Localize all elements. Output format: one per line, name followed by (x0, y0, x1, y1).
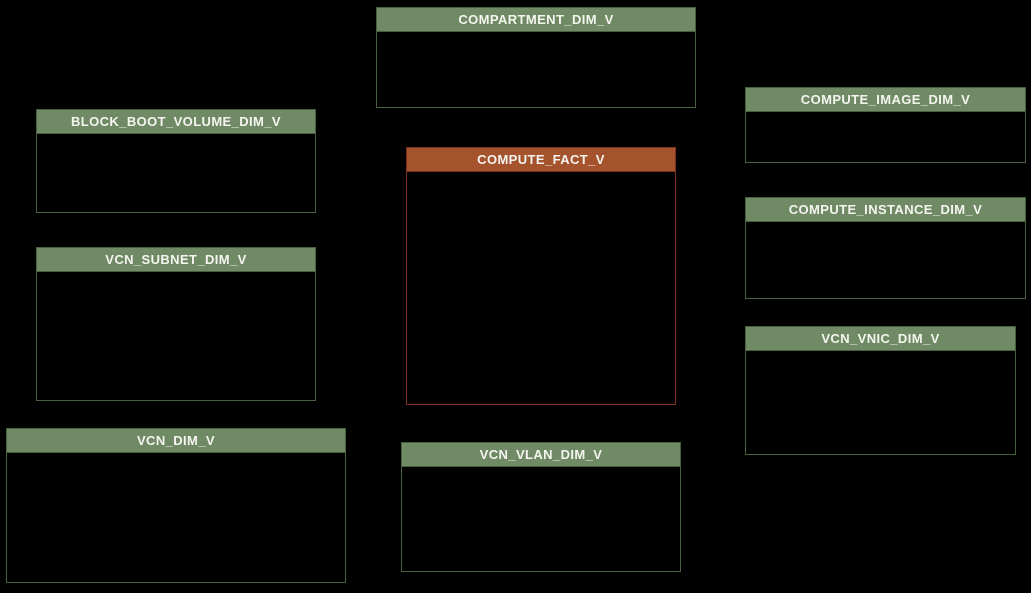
table-title-vcn-subnet-dim-v: VCN_SUBNET_DIM_V (105, 252, 247, 267)
table-box-vcn-subnet-dim-v[interactable]: VCN_SUBNET_DIM_V (36, 247, 316, 401)
table-box-compute-fact-v[interactable]: COMPUTE_FACT_V (406, 147, 676, 405)
table-title-compute-image-dim-v: COMPUTE_IMAGE_DIM_V (800, 92, 971, 107)
table-box-compute-image-dim-v[interactable]: COMPUTE_IMAGE_DIM_V (745, 87, 1026, 163)
table-title-compute-instance-dim-v: COMPUTE_INSTANCE_DIM_V (788, 202, 983, 217)
table-title-compute-fact-v: COMPUTE_FACT_V (477, 152, 605, 167)
table-body-vcn-dim-v (7, 453, 345, 582)
table-header-block-boot-volume-dim-v[interactable]: BLOCK_BOOT_VOLUME_DIM_V (37, 110, 315, 134)
table-body-compute-fact-v (407, 172, 675, 404)
table-title-vcn-vnic-dim-v: VCN_VNIC_DIM_V (821, 331, 940, 346)
table-header-vcn-vlan-dim-v[interactable]: VCN_VLAN_DIM_V (402, 443, 680, 467)
table-box-compute-instance-dim-v[interactable]: COMPUTE_INSTANCE_DIM_V (745, 197, 1026, 299)
table-body-compute-instance-dim-v (746, 222, 1025, 298)
table-header-vcn-dim-v[interactable]: VCN_DIM_V (7, 429, 345, 453)
table-title-compartment-dim-v: COMPARTMENT_DIM_V (458, 12, 614, 27)
table-title-vcn-vlan-dim-v: VCN_VLAN_DIM_V (479, 447, 603, 462)
table-title-block-boot-volume-dim-v: BLOCK_BOOT_VOLUME_DIM_V (70, 114, 281, 129)
table-box-vcn-vlan-dim-v[interactable]: VCN_VLAN_DIM_V (401, 442, 681, 572)
table-header-compute-fact-v[interactable]: COMPUTE_FACT_V (407, 148, 675, 172)
table-header-compute-instance-dim-v[interactable]: COMPUTE_INSTANCE_DIM_V (746, 198, 1025, 222)
table-body-vcn-subnet-dim-v (37, 272, 315, 400)
table-body-compute-image-dim-v (746, 112, 1025, 162)
table-header-vcn-vnic-dim-v[interactable]: VCN_VNIC_DIM_V (746, 327, 1015, 351)
table-box-vcn-vnic-dim-v[interactable]: VCN_VNIC_DIM_V (745, 326, 1016, 455)
table-body-vcn-vlan-dim-v (402, 467, 680, 571)
table-body-compartment-dim-v (377, 32, 695, 107)
table-header-compartment-dim-v[interactable]: COMPARTMENT_DIM_V (377, 8, 695, 32)
table-header-compute-image-dim-v[interactable]: COMPUTE_IMAGE_DIM_V (746, 88, 1025, 112)
table-header-vcn-subnet-dim-v[interactable]: VCN_SUBNET_DIM_V (37, 248, 315, 272)
table-body-block-boot-volume-dim-v (37, 134, 315, 212)
table-title-vcn-dim-v: VCN_DIM_V (136, 433, 215, 448)
table-body-vcn-vnic-dim-v (746, 351, 1015, 454)
table-box-compartment-dim-v[interactable]: COMPARTMENT_DIM_V (376, 7, 696, 108)
table-box-block-boot-volume-dim-v[interactable]: BLOCK_BOOT_VOLUME_DIM_V (36, 109, 316, 213)
table-box-vcn-dim-v[interactable]: VCN_DIM_V (6, 428, 346, 583)
